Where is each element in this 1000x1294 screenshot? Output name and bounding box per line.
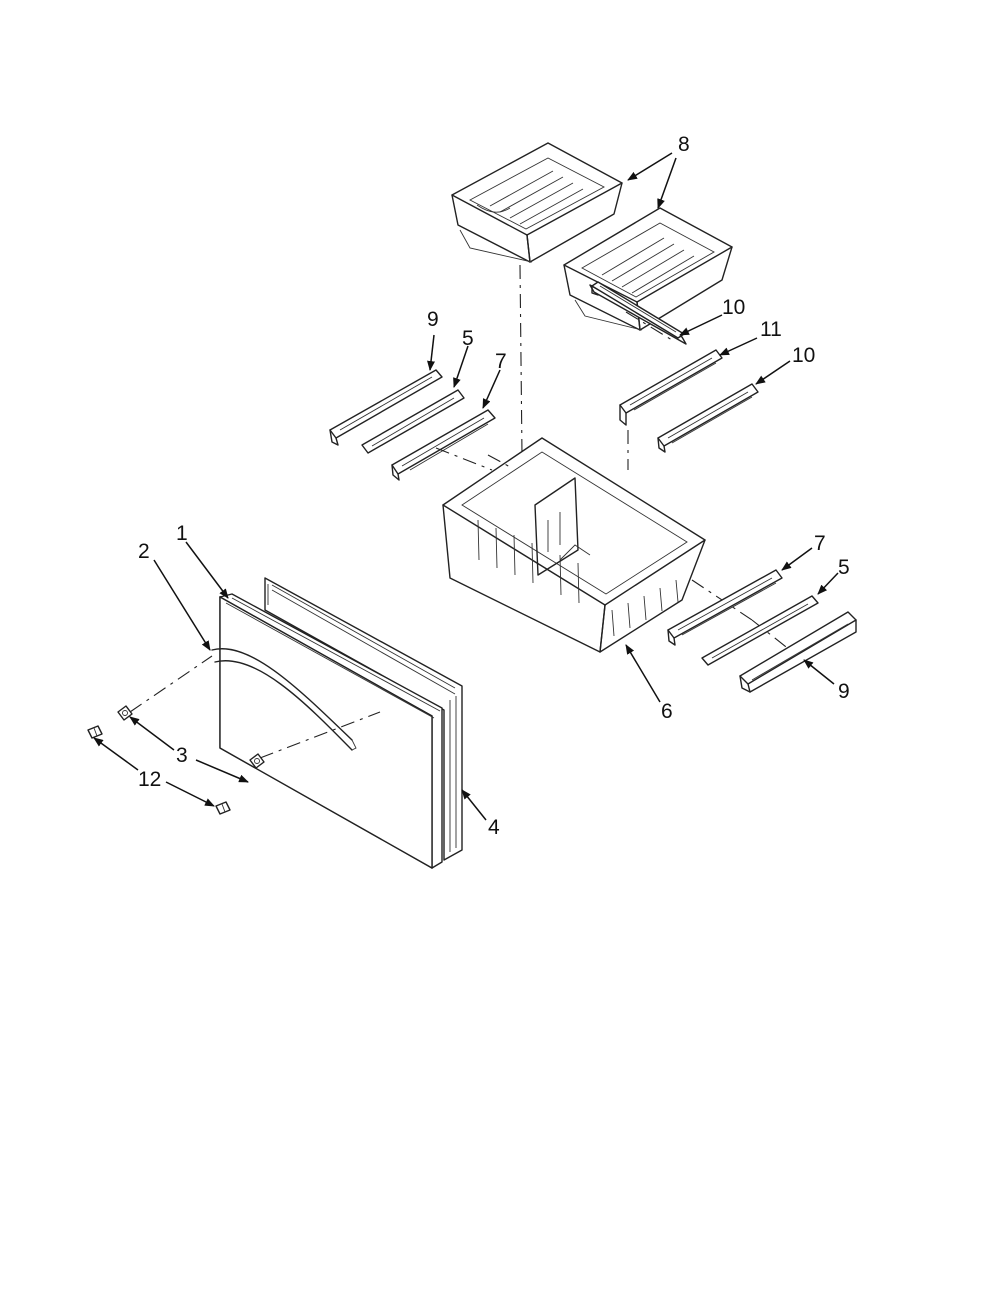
callout-9-right: 9 (838, 680, 850, 703)
upper-basket-left (451, 142, 623, 263)
screw-12-right (215, 801, 231, 815)
callout-11: 11 (760, 318, 782, 341)
callout-4: 4 (488, 816, 500, 839)
spacer-3-left (117, 705, 133, 721)
callout-10-top: 10 (722, 296, 745, 319)
leader-lines (93, 152, 839, 821)
callout-6: 6 (661, 700, 673, 723)
callout-2: 2 (138, 540, 150, 563)
lower-bin (442, 437, 706, 653)
screw-12-left (87, 725, 103, 739)
callout-5-right: 5 (838, 556, 850, 579)
callout-12: 12 (138, 768, 161, 791)
door-handle (129, 648, 381, 759)
callout-10-bottom: 10 (792, 344, 815, 367)
left-rail-cover-9 (329, 369, 443, 446)
callout-1: 1 (176, 522, 188, 545)
right-rail-5 (701, 595, 819, 666)
callout-9-left: 9 (427, 308, 439, 331)
callout-7-left: 7 (495, 350, 507, 373)
left-rail-5 (361, 389, 465, 454)
callout-5-left: 5 (462, 327, 474, 350)
right-rail-cover-9 (739, 611, 857, 693)
left-slide-7 (391, 409, 496, 481)
callout-7-right: 7 (814, 532, 826, 555)
right-rail-11 (619, 349, 723, 426)
right-rail-10-bottom (657, 383, 759, 453)
door-gasket (264, 577, 463, 861)
callout-3: 3 (176, 744, 188, 767)
callout-8: 8 (678, 133, 690, 156)
right-slide-7 (667, 569, 783, 646)
spacer-3-right (249, 753, 265, 769)
